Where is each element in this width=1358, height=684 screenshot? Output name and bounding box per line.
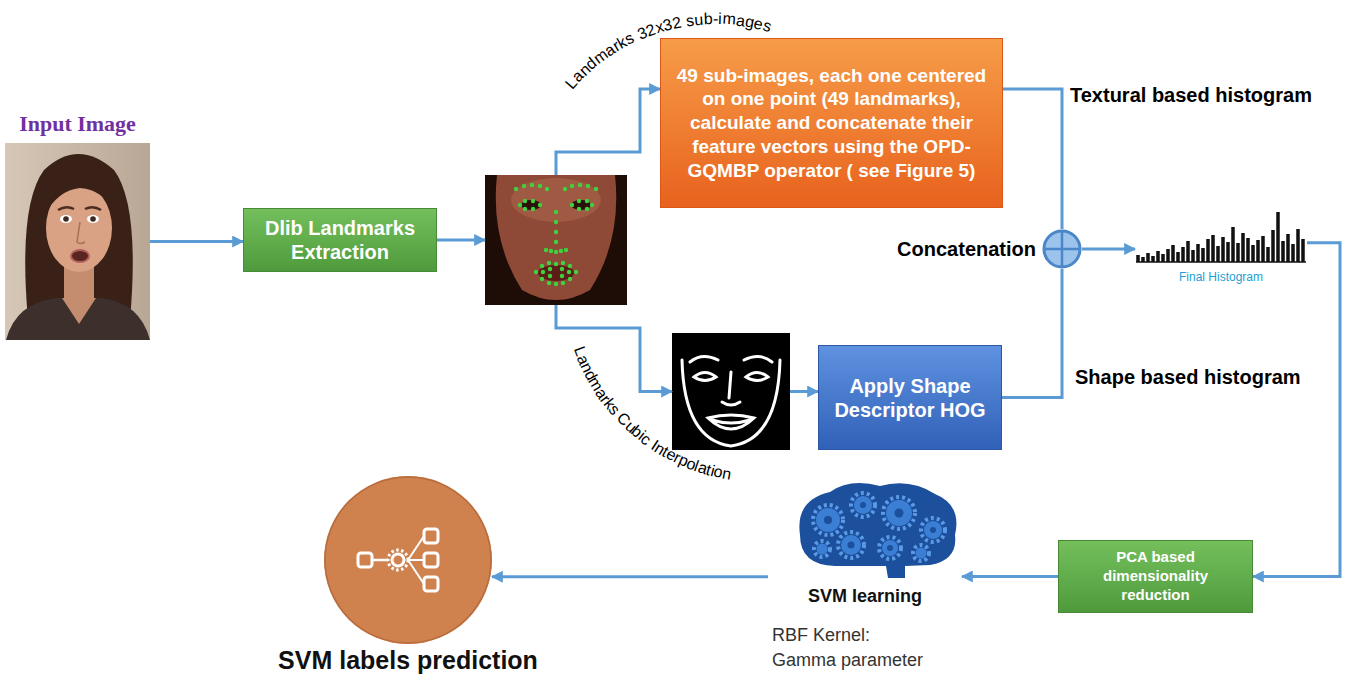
image-title: Input Image (19, 111, 136, 137)
box-label: PCA based dimensionality reduction (1069, 548, 1242, 604)
box-label: 49 sub-images, each one centered on one … (671, 64, 992, 183)
svm-learning-icon: SVM learningRBF Kernel: Gamma parameter (768, 482, 962, 585)
chart-caption: Final Histogram (1179, 270, 1263, 284)
concatenation-node: Concatenation (1042, 229, 1082, 269)
connector (556, 305, 672, 392)
landmark-image (485, 175, 627, 305)
connector (556, 89, 660, 175)
process-box: 49 sub-images, each one centered on one … (660, 38, 1003, 208)
landmark-face (485, 175, 627, 305)
histogram-chart: Final Histogram (1135, 205, 1307, 265)
label-glyph: - (713, 11, 718, 27)
label-glyph: n (721, 465, 733, 482)
shape-mask (672, 333, 790, 450)
histogram-bars (1136, 212, 1306, 262)
connector (492, 575, 768, 578)
node-label: Concatenation (897, 238, 1036, 261)
concatenation-circle (1042, 229, 1082, 269)
label-glyph: s (685, 12, 695, 29)
label-glyph: b (703, 11, 712, 27)
connector (437, 239, 485, 242)
label-glyph: 2 (671, 14, 683, 31)
face-photo (5, 143, 150, 340)
process-box: Apply Shape Descriptor HOG (818, 345, 1002, 450)
prediction-ring (324, 476, 492, 644)
connector (1003, 89, 1062, 229)
connector (150, 240, 243, 243)
parameter-note: RBF Kernel: Gamma parameter (772, 623, 927, 673)
edge-label: Textural based histogram (1070, 84, 1312, 107)
label-glyph: m (722, 11, 736, 28)
input-photo: Input Image (5, 143, 150, 340)
node-label: SVM labels prediction (278, 646, 538, 675)
connector (1002, 269, 1062, 398)
prediction-circle: SVM labels prediction (324, 476, 492, 644)
prediction-icon (324, 476, 492, 644)
connector (1253, 243, 1340, 577)
node-label: SVM learning (808, 586, 922, 607)
process-box: Dlib Landmarks Extraction (243, 208, 437, 272)
box-label: Apply Shape Descriptor HOG (829, 374, 991, 422)
connector (1082, 248, 1135, 251)
process-box: PCA based dimensionality reduction (1058, 540, 1253, 613)
edge-label: Shape based histogram (1075, 366, 1301, 389)
box-label: Dlib Landmarks Extraction (254, 216, 426, 264)
label-glyph: i (718, 11, 722, 27)
shape-mask-image (672, 333, 790, 450)
connector (962, 575, 1058, 578)
brain-gears (799, 483, 956, 578)
label-glyph: u (694, 11, 704, 28)
connector (790, 390, 818, 393)
